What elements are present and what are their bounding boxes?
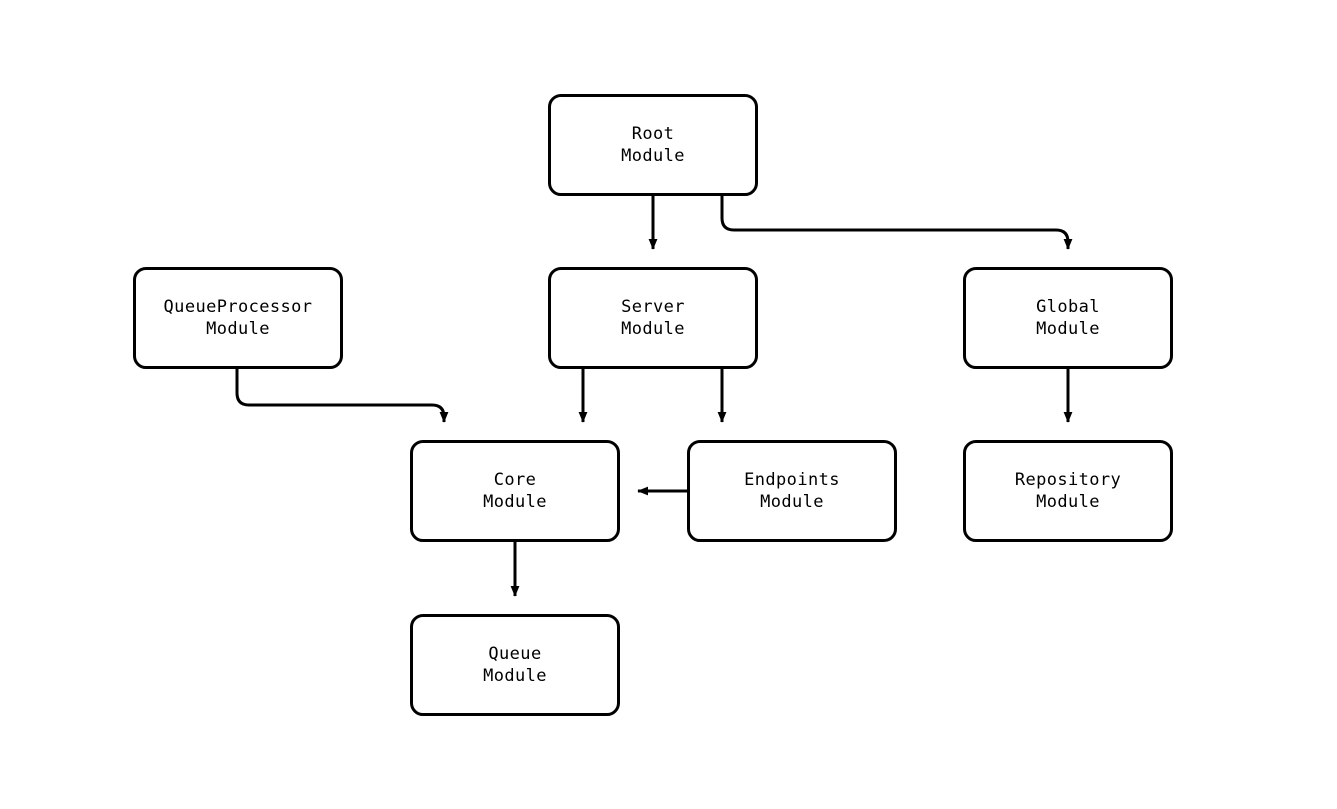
node-root-label: Root Module: [621, 124, 685, 166]
node-core-label: Core Module: [483, 470, 547, 512]
node-queue[interactable]: Queue Module: [410, 614, 620, 716]
node-server[interactable]: Server Module: [548, 267, 758, 369]
node-endpoints[interactable]: Endpoints Module: [687, 440, 897, 542]
edge-queueprocessor-to-core: [235, 369, 449, 423]
node-endpoints-label: Endpoints Module: [744, 470, 840, 512]
node-repository[interactable]: Repository Module: [963, 440, 1173, 542]
node-core[interactable]: Core Module: [410, 440, 620, 542]
node-queueprocessor-label: QueueProcessor Module: [163, 297, 313, 339]
node-global-label: Global Module: [1036, 297, 1100, 339]
edge-root-to-global: [720, 196, 1073, 250]
node-queueprocessor[interactable]: QueueProcessor Module: [133, 267, 343, 369]
node-root[interactable]: Root Module: [548, 94, 758, 196]
node-queue-label: Queue Module: [483, 644, 547, 686]
node-global[interactable]: Global Module: [963, 267, 1173, 369]
node-server-label: Server Module: [621, 297, 685, 339]
node-repository-label: Repository Module: [1014, 470, 1122, 512]
